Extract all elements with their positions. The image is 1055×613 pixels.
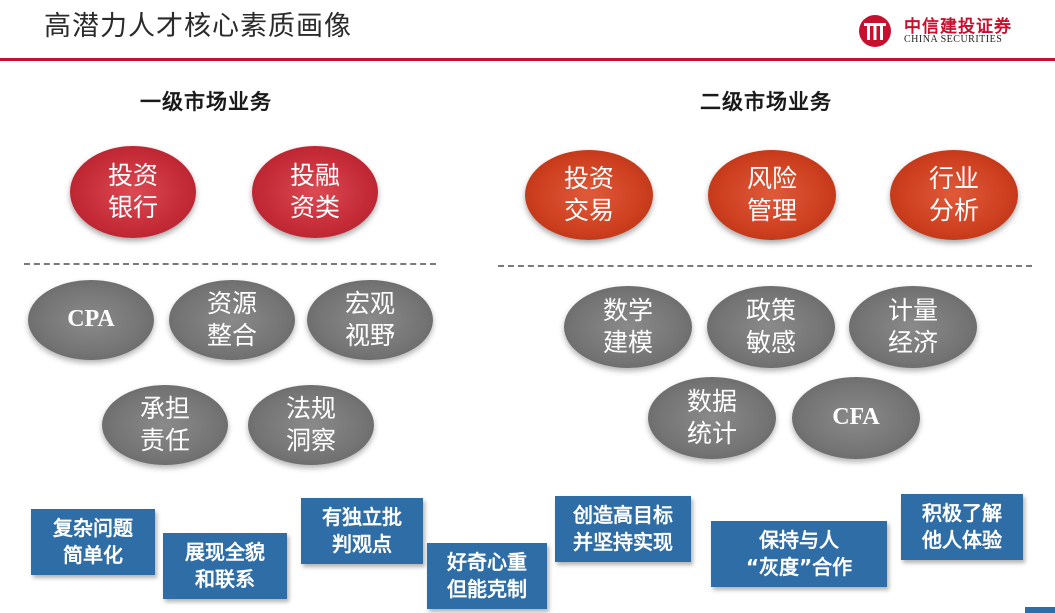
secondary-market-heading: 二级市场业务 xyxy=(700,90,832,114)
primary-market-heading: 一级市场业务 xyxy=(140,90,272,114)
secondary-skill-oval: 数学 建模 xyxy=(564,286,692,368)
primary-skill-oval: 法规 洞察 xyxy=(248,385,374,465)
trait-box: 好奇心重 但能克制 xyxy=(427,543,547,609)
primary-main-oval: 投资 银行 xyxy=(70,146,196,238)
secondary-skill-oval: 政策 敏感 xyxy=(707,286,835,368)
trait-box: 复杂问题 简单化 xyxy=(31,509,155,575)
trait-box: 创造高目标 并坚持实现 xyxy=(555,496,691,562)
primary-skill-oval: CPA xyxy=(28,280,154,360)
page-title: 高潜力人才核心素质画像 xyxy=(44,11,352,42)
secondary-main-oval: 投资 交易 xyxy=(525,150,653,240)
trait-box: 展现全貌 和联系 xyxy=(163,533,287,599)
secondary-main-oval: 行业 分析 xyxy=(890,150,1018,240)
primary-skill-oval: 宏观 视野 xyxy=(307,280,433,360)
secondary-skill-oval: 计量 经济 xyxy=(849,286,977,368)
citic-logo-icon xyxy=(859,15,891,47)
secondary-dotted-divider xyxy=(498,265,1032,267)
secondary-skill-oval: CFA xyxy=(792,377,920,459)
secondary-skill-oval: 数据 统计 xyxy=(648,377,776,459)
trait-box: 保持与人 “灰度”合作 xyxy=(711,521,887,587)
header-divider xyxy=(0,58,1055,61)
primary-skill-oval: 承担 责任 xyxy=(102,385,228,465)
logo-english-name: CHINA SECURITIES xyxy=(904,34,1003,45)
corner-accent xyxy=(1025,607,1055,613)
primary-skill-oval: 资源 整合 xyxy=(169,280,295,360)
trait-box: 积极了解 他人体验 xyxy=(901,494,1023,560)
primary-dotted-divider xyxy=(24,263,436,265)
trait-box: 有独立批 判观点 xyxy=(301,498,423,564)
logo-chinese-name: 中信建投证券 xyxy=(904,17,1012,37)
primary-main-oval: 投融 资类 xyxy=(252,146,378,238)
secondary-main-oval: 风险 管理 xyxy=(708,150,836,240)
company-logo: 中信建投证券 CHINA SECURITIES xyxy=(858,12,1048,48)
